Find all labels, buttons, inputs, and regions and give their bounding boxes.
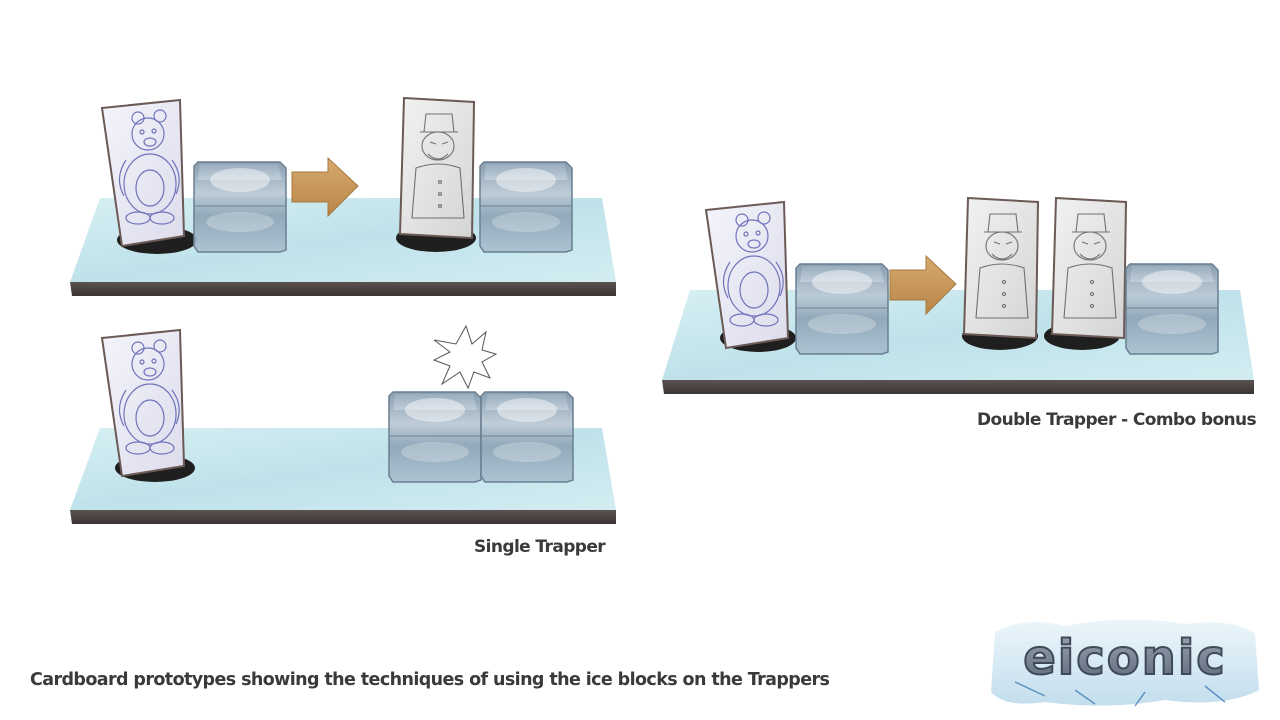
impact-burst-icon (432, 324, 498, 390)
ice-block-icon (193, 161, 287, 253)
ice-block-icon (479, 161, 573, 253)
board-edge (70, 510, 616, 524)
single-trapper-before-scene (70, 97, 616, 296)
trapper-card-icon (963, 197, 1039, 339)
trapper-card-icon (1051, 197, 1127, 339)
trapper-card-icon (399, 97, 475, 239)
eiconic-logo: eiconic (991, 619, 1259, 707)
ice-block-icon (1125, 263, 1219, 355)
ice-block-icon (795, 263, 889, 355)
board-edge (662, 380, 1254, 394)
double-trapper-scene (662, 197, 1254, 394)
ice-block-icon (388, 391, 482, 483)
single-trapper-caption: Single Trapper (474, 537, 606, 557)
description-caption: Cardboard prototypes showing the techniq… (30, 670, 830, 690)
double-trapper-caption: Double Trapper - Combo bonus (977, 410, 1257, 430)
ice-block-icon (480, 391, 574, 483)
single-trapper-after-scene (70, 324, 616, 524)
logo-text: eiconic (1023, 630, 1227, 686)
board-edge (70, 282, 616, 296)
